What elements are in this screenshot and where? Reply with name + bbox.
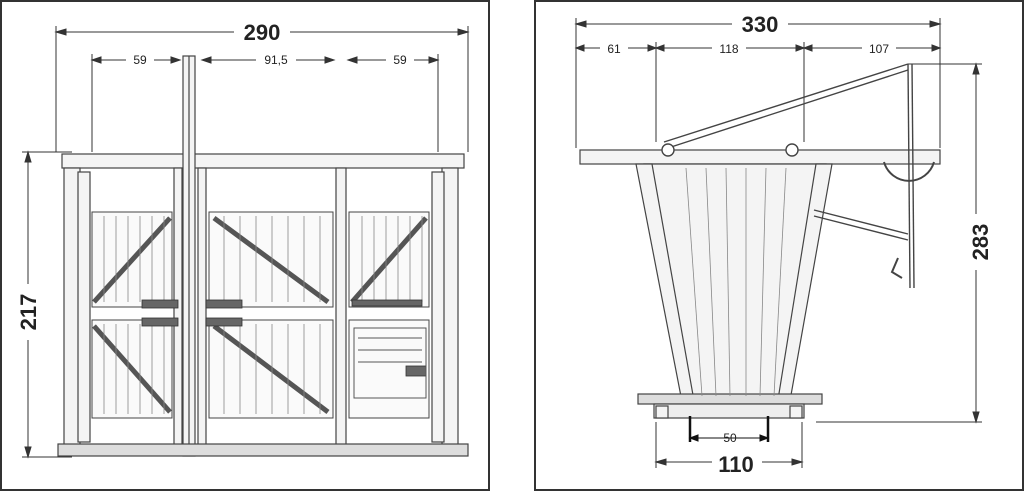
label-overall-height: 217 xyxy=(16,294,41,331)
label-side-overall-height: 283 xyxy=(968,224,993,261)
lever-mechanism xyxy=(661,63,935,289)
label-segment-right: 59 xyxy=(393,53,407,67)
label-floor-width: 50 xyxy=(723,431,737,445)
dim-side-overall-width xyxy=(574,18,942,148)
label-segment-left: 59 xyxy=(133,53,147,67)
dim-side-overall-height xyxy=(816,62,982,424)
gate-slats xyxy=(103,216,423,414)
dim-segments xyxy=(90,54,440,152)
label-segment-middle: 91,5 xyxy=(264,53,288,67)
side-view-drawing: 330 61 118 107 283 xyxy=(574,12,994,477)
side-planks xyxy=(685,167,787,397)
label-side-overall-width: 330 xyxy=(742,12,779,37)
label-overall-width: 290 xyxy=(244,20,281,45)
side-frame xyxy=(579,149,941,419)
dim-side-segments xyxy=(574,42,942,142)
front-view-drawing: 290 59 91,5 59 217 xyxy=(14,20,470,459)
side-view-panel: 330 61 118 107 283 xyxy=(534,0,1024,491)
label-side-segment-left: 61 xyxy=(607,42,621,56)
label-base-width: 110 xyxy=(718,452,754,477)
hatch-grid xyxy=(353,327,427,399)
front-gates xyxy=(91,211,430,419)
label-side-segment-right: 107 xyxy=(869,42,889,56)
dim-floor-width xyxy=(688,416,770,442)
label-side-segment-middle: 118 xyxy=(719,42,738,56)
front-view-panel: 290 59 91,5 59 217 xyxy=(0,0,490,491)
